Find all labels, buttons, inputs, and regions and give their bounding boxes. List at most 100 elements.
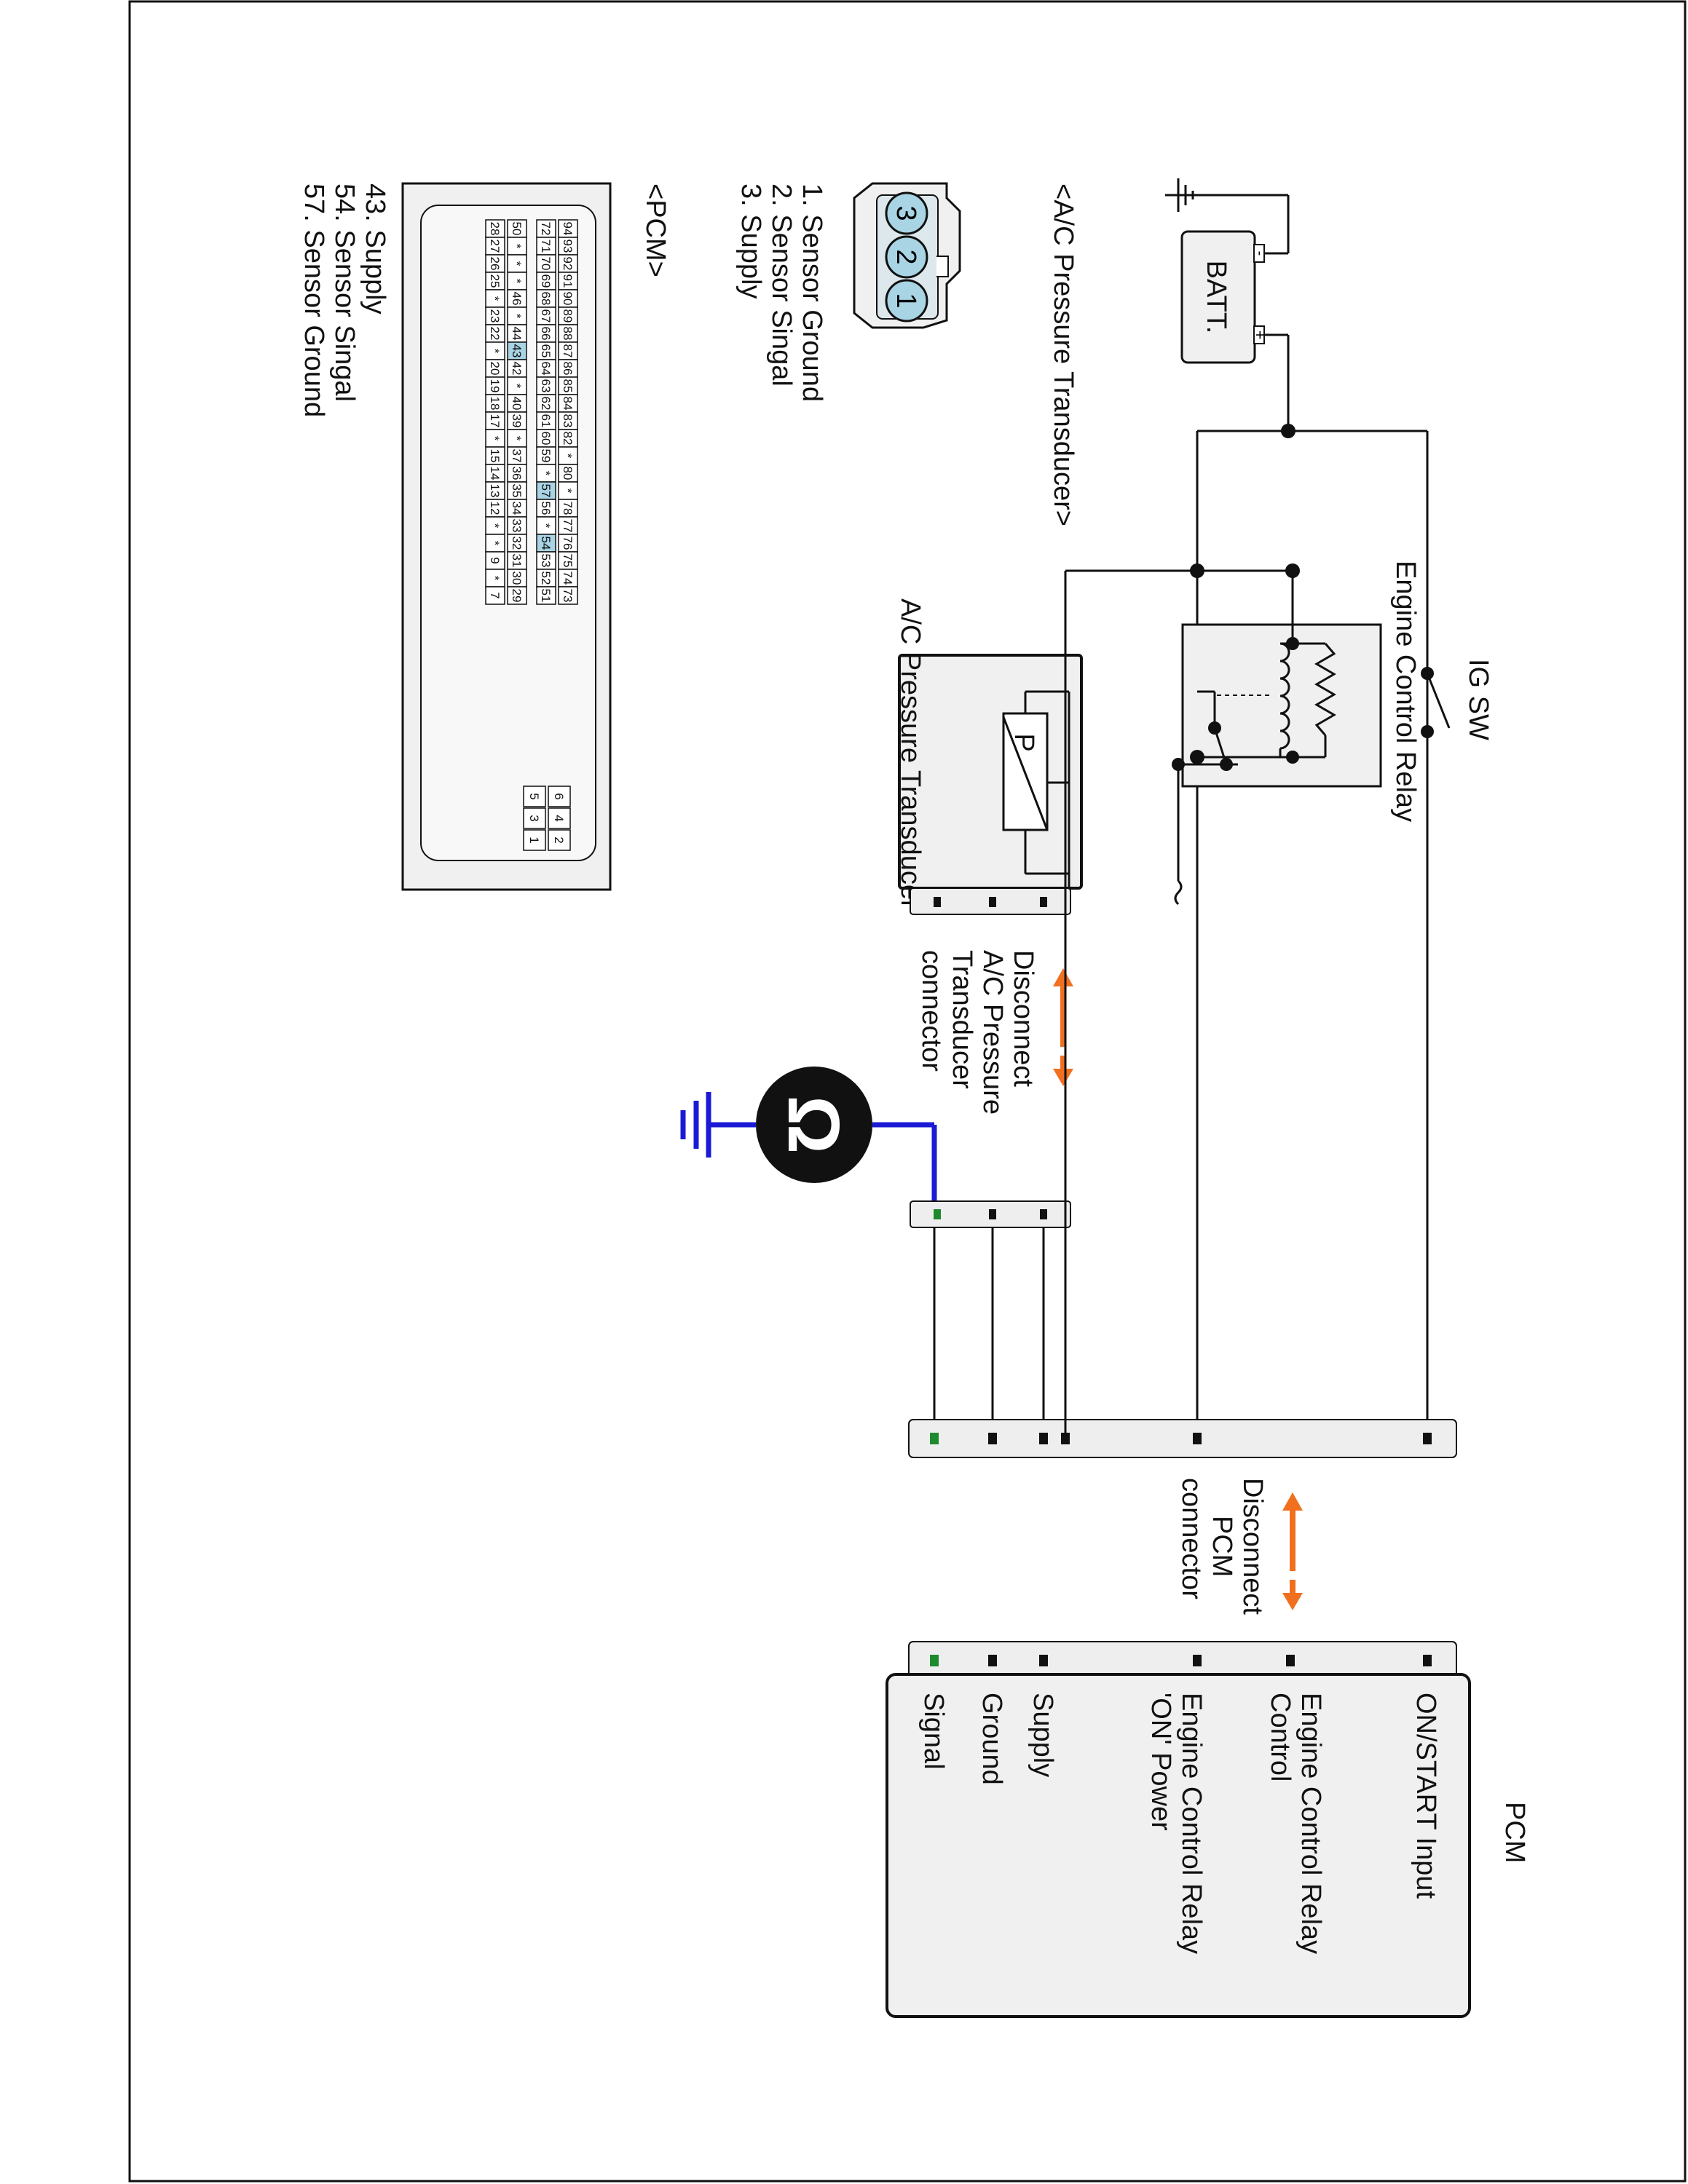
transducer-symbol: P	[1009, 733, 1039, 751]
pcm-term-3b: 'ON' Power	[1145, 1693, 1176, 1831]
pcm-disconnect-line-2: PCM	[1207, 1516, 1237, 1577]
transducer-pin-1: 1	[891, 293, 921, 308]
pcm-pin-label: 93	[561, 240, 575, 253]
pcm-legend-2: 54. Sensor Singal	[329, 183, 360, 402]
pcm-pin-label: 78	[561, 502, 575, 515]
pcm-pin-label: *	[488, 541, 502, 546]
pcm-small-pin-cell	[548, 829, 571, 851]
pcm-pin-label: 85	[561, 379, 575, 393]
pcm-term-2a: Engine Control Relay	[1295, 1693, 1326, 1954]
pcm-pin-grid: 94939291908988878685848382*80*7877767574…	[485, 219, 578, 851]
pcm-pin-label: 54	[539, 537, 553, 550]
pcm-pin-label: 64	[539, 362, 553, 376]
pcm-pin-label: *	[488, 296, 502, 301]
pcm-pin-label: 56	[539, 502, 553, 515]
pcm-pin-label: 19	[488, 379, 502, 393]
pcm-pin-label: 86	[561, 362, 575, 376]
pcm-term-1: ON/START Input	[1411, 1693, 1441, 1899]
transducer-connector-face: <A/C Pressure Transducer> 3 2 1 1. Senso…	[735, 182, 1078, 526]
pcm-pin-label: *	[510, 384, 524, 389]
battery-negative: -	[1252, 251, 1268, 256]
pcm-term-5: Ground	[977, 1693, 1007, 1785]
transducer-pin-3: 3	[891, 205, 921, 221]
pcm-pin-label: 88	[561, 327, 575, 341]
pcm-small-pin-cell	[523, 807, 546, 829]
pcm-pin-label: 37	[510, 449, 524, 463]
pcm-pin-label: *	[510, 436, 524, 441]
pcm-pin-label: 30	[510, 571, 524, 585]
pcm-title: PCM	[1499, 1802, 1530, 1863]
pcm-pin-label: 63	[539, 379, 553, 393]
pcm-pin-label: 28	[488, 222, 502, 236]
pcm-small-pin-label: 5	[527, 793, 541, 799]
pcm-pin-label: *	[488, 349, 502, 354]
engine-control-relay: Engine Control Relay	[1172, 561, 1421, 906]
transducer-pin-2: 2	[891, 249, 921, 264]
pcm-pin-label: 32	[510, 537, 524, 550]
pcm-pin-label: 46	[510, 292, 524, 306]
battery: - + BATT.	[1165, 178, 1295, 438]
pcm-pin-label: 42	[510, 362, 524, 376]
pcm-pin-label: 73	[561, 589, 575, 603]
pcm-pin-label: 51	[539, 589, 553, 603]
transducer-disconnect-line-2: A/C Pressure	[977, 950, 1008, 1115]
pcm-pin-label: 75	[561, 554, 575, 568]
pcm-pin-cell	[507, 586, 527, 605]
pcm-small-pin-label: 2	[552, 836, 566, 843]
pcm-pin-label: 29	[510, 589, 524, 603]
pcm-legend-1: 43. Supply	[360, 183, 390, 314]
pcm-pin-label: 72	[539, 222, 553, 236]
pcm-pin-label: 25	[488, 274, 502, 288]
pcm-pin-cell	[485, 586, 505, 605]
pcm-pin-label: *	[561, 488, 575, 494]
pcm-small-pin-label: 3	[527, 815, 541, 821]
ig-switch: IG SW	[1421, 659, 1494, 740]
pcm-pin-label: 65	[539, 344, 553, 358]
pcm-pin-cell	[558, 586, 578, 605]
pcm-pin-label: *	[539, 523, 553, 529]
ohmmeter-probe: Ω	[680, 1067, 937, 1214]
pcm-pin-label: 67	[539, 309, 553, 323]
pcm-legend-3: 57. Sensor Ground	[299, 183, 329, 417]
pcm-pin-label: 77	[561, 519, 575, 533]
pcm-pin-label: 14	[488, 467, 502, 480]
battery-label: BATT.	[1201, 261, 1231, 334]
pcm-pin-label: 35	[510, 484, 524, 498]
pcm-small-pin-cell	[548, 786, 571, 807]
pcm-pin-label: 94	[561, 222, 575, 236]
pcm-pin-label: 7	[488, 592, 502, 598]
pcm-pin-label: 68	[539, 292, 553, 306]
pcm-unit: PCM ON/START Input Engine Control Relay …	[886, 1641, 1530, 2018]
transducer-disconnect-line-3: Transducer	[947, 950, 977, 1089]
pcm-pin-label: 53	[539, 554, 553, 568]
pcm-pin-label: 33	[510, 519, 524, 533]
transducer-legend-1: 1. Sensor Ground	[797, 183, 827, 402]
pcm-pin-label: 89	[561, 309, 575, 323]
transducer-legend-2: 2. Sensor Singal	[766, 183, 797, 387]
pcm-pin-label: 44	[510, 327, 524, 341]
transducer-disconnect-line-4: connector	[916, 950, 947, 1072]
pcm-pin-label: *	[488, 523, 502, 529]
pcm-pin-label: 15	[488, 449, 502, 463]
ac-pressure-transducer: P A/C Pressure Transducer	[895, 598, 1083, 915]
pcm-small-pin-cell	[523, 829, 546, 851]
pcm-pin-label: 74	[561, 571, 575, 585]
pcm-pin-label: *	[488, 576, 502, 581]
pcm-pin-label: 13	[488, 484, 502, 498]
pcm-pin-label: 71	[539, 240, 553, 253]
pcm-pin-label: *	[510, 261, 524, 266]
pcm-pin-label: 40	[510, 397, 524, 411]
pcm-pin-label: 84	[561, 397, 575, 411]
pcm-pin-cell	[536, 586, 556, 605]
pcm-pin-label: 12	[488, 502, 502, 515]
pcm-small-pin-cell	[523, 786, 546, 807]
transducer-harness-connector	[910, 1200, 1071, 1438]
transducer-connector-title: <A/C Pressure Transducer>	[1048, 183, 1078, 526]
pcm-pin-label: 17	[488, 414, 502, 428]
pcm-pin-label: 20	[488, 362, 502, 376]
pcm-pin-label: 50	[510, 222, 524, 236]
pcm-pin-label: 66	[539, 327, 553, 341]
transducer-disconnect-line-1: Disconnect	[1008, 950, 1038, 1087]
pcm-pin-label: 83	[561, 414, 575, 428]
